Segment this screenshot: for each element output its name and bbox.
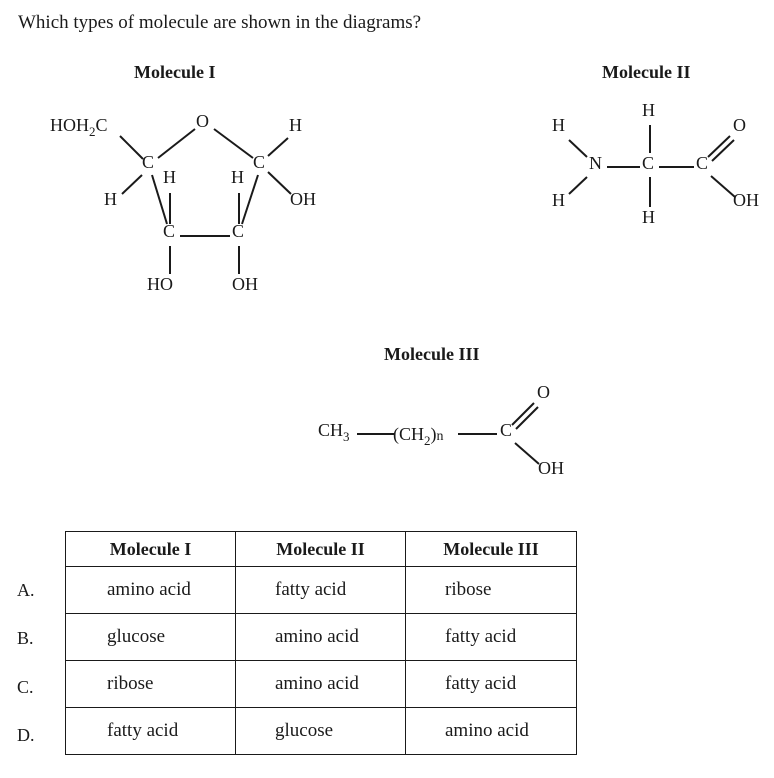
atom-label: H <box>163 167 176 187</box>
table-header-row: Molecule I Molecule II Molecule III <box>65 531 577 567</box>
atom-label: CH3 <box>318 420 350 444</box>
table-cell: fatty acid <box>65 707 236 755</box>
bond <box>119 135 144 160</box>
bond <box>121 174 143 195</box>
atom-label: H <box>552 190 565 210</box>
table-cell: amino acid <box>405 707 577 755</box>
answer-table: Molecule I Molecule II Molecule III amin… <box>65 531 577 755</box>
atom-label: H <box>642 100 655 120</box>
atom-label: O <box>537 382 550 402</box>
atom-label: C <box>500 420 512 440</box>
atom-label: N <box>589 153 602 173</box>
question-text: Which types of molecule are shown in the… <box>18 12 422 33</box>
atom-label: C <box>253 152 265 172</box>
table-row-c[interactable]: ribose amino acid fatty acid <box>65 660 577 708</box>
table-cell: ribose <box>65 660 236 708</box>
table-cell: amino acid <box>235 660 406 708</box>
atom-label: H <box>231 167 244 187</box>
header-molecule-1: Molecule I <box>65 531 236 567</box>
atom-label: OH <box>232 274 258 294</box>
bond <box>711 139 735 162</box>
table-cell: glucose <box>65 613 236 661</box>
table-row-d[interactable]: fatty acid glucose amino acid <box>65 707 577 755</box>
bond <box>213 128 254 159</box>
option-label-a[interactable]: A. <box>17 580 35 600</box>
atom-label: (CH2)n <box>393 424 444 448</box>
atom-label: H <box>289 115 302 135</box>
header-molecule-2: Molecule II <box>235 531 406 567</box>
table-row-a[interactable]: amino acid fatty acid ribose <box>65 566 577 614</box>
atom-label: HO <box>147 274 173 294</box>
bond <box>267 137 289 157</box>
table-cell: glucose <box>235 707 406 755</box>
table-row-b[interactable]: glucose amino acid fatty acid <box>65 613 577 661</box>
table-cell: ribose <box>405 566 577 614</box>
bond <box>710 175 736 198</box>
molecule-3-title: Molecule III <box>384 344 480 364</box>
atom-label: C <box>696 153 708 173</box>
molecule-2-title: Molecule II <box>602 62 691 82</box>
bond <box>151 174 168 225</box>
bond <box>514 442 540 465</box>
atom-label: OH <box>290 189 316 209</box>
bond <box>707 135 731 158</box>
atom-label: H <box>552 115 565 135</box>
molecule-3-structure: CH3 (CH2)n C O OH <box>318 382 564 478</box>
atom-label: C <box>163 221 175 241</box>
option-label-d[interactable]: D. <box>17 725 35 745</box>
molecule-diagrams: HOH2C O C C H OH H H H C C HO OH H H N C… <box>50 100 759 478</box>
table-cell: amino acid <box>235 613 406 661</box>
bond <box>515 406 539 430</box>
bond <box>241 174 259 225</box>
table-cell: fatty acid <box>405 660 577 708</box>
atom-label: HOH2C <box>50 115 108 139</box>
atom-label: OH <box>733 190 759 210</box>
bond <box>568 176 588 195</box>
molecule-2-structure: H H N C H H C O OH <box>552 100 759 227</box>
atom-label: OH <box>538 458 564 478</box>
bond <box>157 128 196 159</box>
atom-label: H <box>104 189 117 209</box>
atom-label: O <box>196 111 209 131</box>
bond <box>267 171 292 195</box>
atom-label: O <box>733 115 746 135</box>
table-cell: amino acid <box>65 566 236 614</box>
bond <box>568 139 588 158</box>
header-molecule-3: Molecule III <box>405 531 577 567</box>
molecule-1-structure: HOH2C O C C H OH H H H C C HO OH <box>50 111 316 294</box>
option-label-c[interactable]: C. <box>17 677 34 697</box>
option-label-b[interactable]: B. <box>17 628 34 648</box>
table-cell: fatty acid <box>405 613 577 661</box>
bond <box>511 402 535 426</box>
molecule-1-title: Molecule I <box>134 62 216 82</box>
atom-label: H <box>642 207 655 227</box>
atom-label: C <box>642 153 654 173</box>
atom-label: C <box>232 221 244 241</box>
table-cell: fatty acid <box>235 566 406 614</box>
atom-label: C <box>142 152 154 172</box>
